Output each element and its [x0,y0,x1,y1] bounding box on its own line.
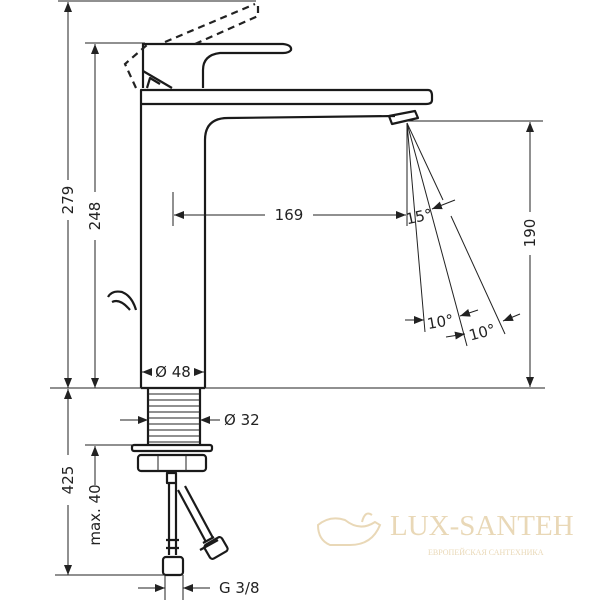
total-height-label: 279 [59,186,77,215]
threaded-shank [130,388,214,473]
spray-angle-10a-label: 10° [426,311,455,333]
watermark-logo: LUX-SANTEH ЕВРОПЕЙСКАЯ САНТЕХНИКА [316,510,574,557]
spray-angle-15-label: 15° [404,205,434,228]
spray-angle-10b-label: 10° [467,320,497,344]
popup-rod [107,290,138,311]
connection-label: G 3/8 [219,579,260,597]
watermark-brand: LUX-SANTEH [390,510,574,542]
supply-hoses [161,471,229,577]
body-diameter-label: Ø 48 [155,363,191,381]
lever-height-label: 248 [86,202,104,231]
shank-diameter-label: Ø 32 [224,411,260,429]
max-thickness-label: max. 40 [86,484,104,545]
dimension-lines [50,0,545,600]
lever-handle [123,2,293,89]
watermark-tagline: ЕВРОПЕЙСКАЯ САНТЕХНИКА [428,548,544,557]
faucet-body [139,88,434,390]
spout-height-label: 190 [521,219,539,248]
shank-length-label: 425 [59,466,77,495]
spout-reach-label: 169 [275,206,304,224]
aerator [387,109,420,126]
spray-angle-lines [405,122,521,347]
